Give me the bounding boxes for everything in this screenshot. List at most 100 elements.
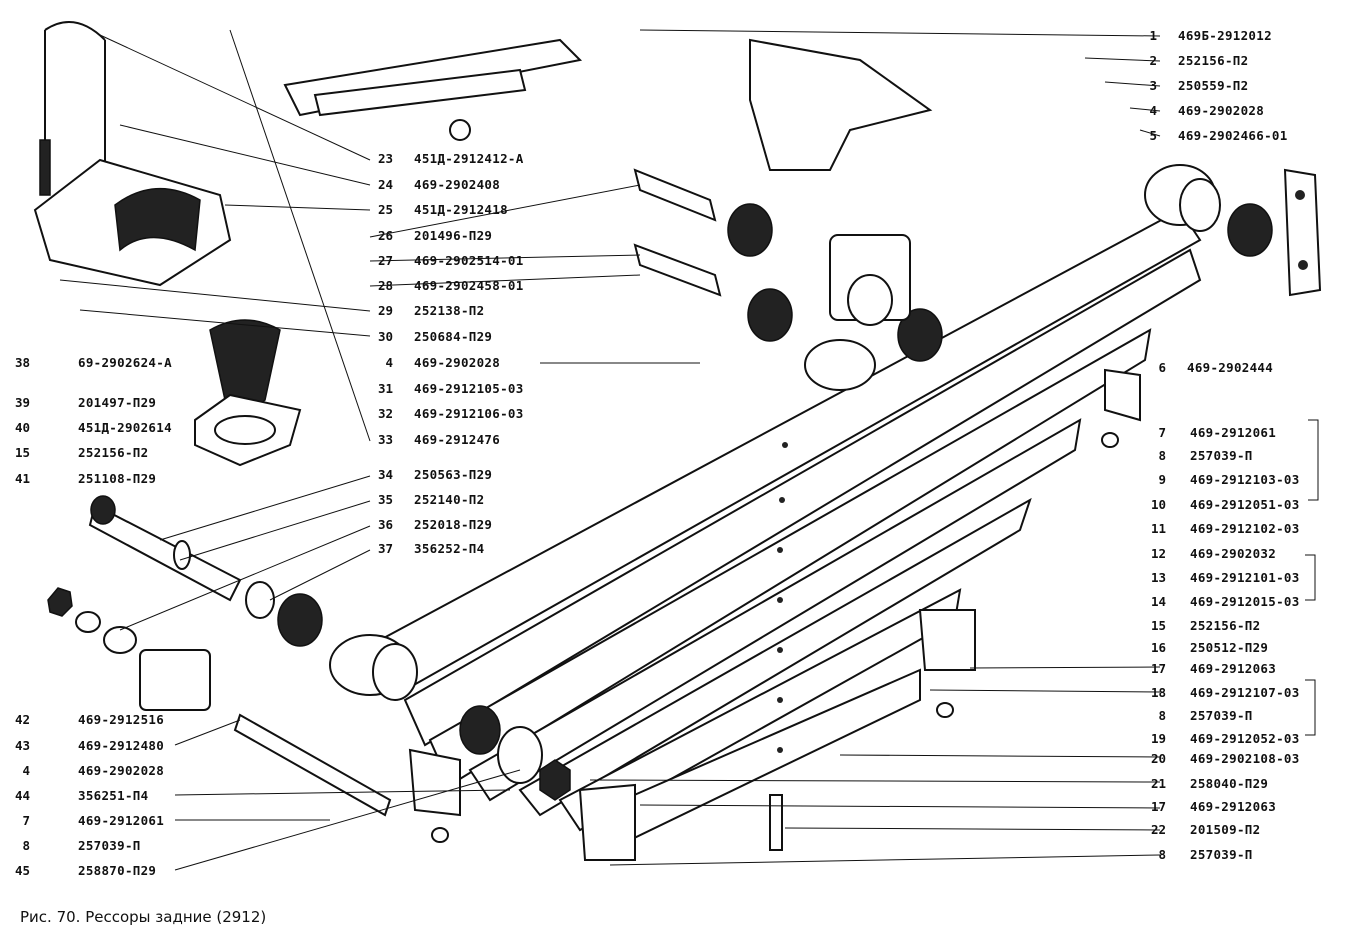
part-code: 469-2912103-03 [1190,472,1300,487]
callout-number: 1 [1149,28,1157,43]
bump-stop [194,319,302,467]
front-eye-bushing [329,634,418,701]
part-code: 252156-П2 [78,445,149,460]
callout-number: 31 [377,381,393,396]
callout-number: 16 [1150,640,1166,655]
part-code: 257039-П [78,838,141,853]
leader-lines [59,29,1319,871]
part-code: 469-2912107-03 [1190,685,1300,700]
callout-number: 45 [14,863,30,878]
part-code: 469Б-2912012 [1178,28,1272,43]
part-code: 469-2902028 [78,763,165,778]
part-code: 469-2902032 [1190,546,1277,561]
callout-number: 38 [14,355,30,370]
callout-number: 39 [14,395,30,410]
part-code: 250512-П29 [1190,640,1269,655]
part-code: 257039-П [1190,847,1253,862]
callout-number: 4 [1149,103,1157,118]
callout-number: 42 [14,712,30,727]
callout-number: 17 [1150,799,1166,814]
callout-number: 5 [1149,128,1157,143]
callout-number: 15 [14,445,30,460]
callout-number: 26 [377,228,393,243]
part-code: 356252-П4 [414,541,485,556]
part-code: 469-2912516 [78,712,165,727]
spring-overview-sketch [283,38,583,141]
callout-number: 36 [377,517,393,532]
part-code: 252156-П2 [1178,53,1249,68]
part-code: 250684-П29 [414,329,493,344]
callout-number: 4 [385,355,393,370]
callout-number: 6 [1158,360,1166,375]
callout-number: 30 [377,329,393,344]
part-code: 201509-П2 [1190,822,1261,837]
part-code: 469-2902408 [414,177,501,192]
part-code: 257039-П [1190,448,1253,463]
shackle-assembly [633,168,911,391]
part-code: 469-2902514-01 [414,253,524,268]
callout-number: 7 [1158,425,1166,440]
part-code: 469-2902444 [1187,360,1274,375]
leaf-spring-pack [378,208,1202,842]
callout-number: 8 [22,838,30,853]
callout-number: 8 [1158,847,1166,862]
callout-number: 43 [14,738,30,753]
part-code: 250563-П29 [414,467,493,482]
callout-number: 4 [22,763,30,778]
callout-number: 33 [377,432,393,447]
part-code: 469-2902108-03 [1190,751,1300,766]
part-code: 469-2912106-03 [414,406,524,421]
part-code: 469-2912105-03 [414,381,524,396]
callout-number: 18 [1150,685,1166,700]
callout-number: 3 [1149,78,1157,93]
callout-number: 40 [14,420,30,435]
part-code: 451Д-2902614 [78,420,172,435]
part-code: 252138-П2 [414,303,485,318]
part-code: 250559-П2 [1178,78,1249,93]
part-code: 469-2912063 [1190,661,1277,676]
callout-number: 28 [377,278,393,293]
spring-clamps [408,368,1141,861]
part-code: 469-2912102-03 [1190,521,1300,536]
part-code: 469-2912063 [1190,799,1277,814]
callout-number: 27 [377,253,393,268]
callout-number: 13 [1150,570,1166,585]
callout-number: 2 [1149,53,1157,68]
figure-caption: Рис. 70. Рессоры задние (2912) [20,908,267,926]
callout-number: 20 [1150,751,1166,766]
callout-number: 9 [1158,472,1166,487]
frame-bracket-rear [749,38,1322,297]
part-code: 252156-П2 [1190,618,1261,633]
callout-number: 19 [1150,731,1166,746]
part-code: 257039-П [1190,708,1253,723]
callout-number: 44 [14,788,30,803]
callout-number: 7 [22,813,30,828]
callout-number: 29 [377,303,393,318]
part-code: 258870-П29 [78,863,157,878]
callout-number: 34 [377,467,393,482]
callout-number: 8 [1158,448,1166,463]
rear-eye-bushing [1144,164,1221,232]
part-code: 252018-П29 [414,517,493,532]
part-code: 469-2902458-01 [414,278,524,293]
part-code: 469-2902028 [1178,103,1265,118]
callout-number: 25 [377,202,393,217]
part-code: 469-2912015-03 [1190,594,1300,609]
callout-number: 14 [1150,594,1166,609]
part-code: 201496-П29 [414,228,493,243]
callout-number: 37 [377,541,393,556]
callout-number: 17 [1150,661,1166,676]
callout-number: 41 [14,471,30,486]
part-code: 258040-П29 [1190,776,1269,791]
part-code: 451Д-2912418 [414,202,508,217]
callout-number: 8 [1158,708,1166,723]
part-code: 356251-П4 [78,788,149,803]
callout-number: 12 [1150,546,1166,561]
part-code: 469-2912476 [414,432,501,447]
callout-number: 35 [377,492,393,507]
part-code: 469-2902028 [414,355,501,370]
part-code: 251108-П29 [78,471,157,486]
callout-number: 15 [1150,618,1166,633]
callout-number: 24 [377,177,393,192]
